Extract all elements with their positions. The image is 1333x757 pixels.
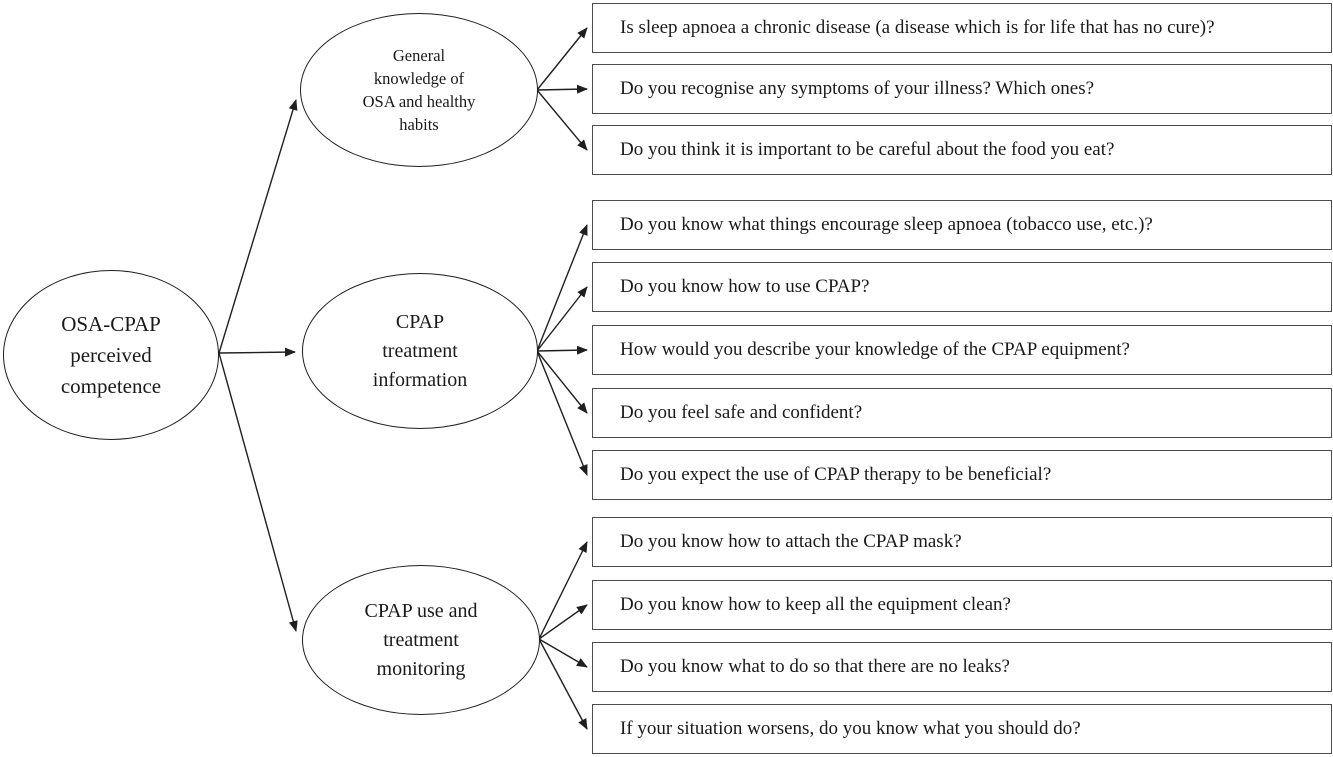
question-text: Do you know what to do so that there are… — [620, 656, 1010, 677]
arrow-root-to-category-2 — [218, 352, 298, 632]
arrow-category-1-to-question-1 — [536, 286, 588, 352]
question-box: How would you describe your knowledge of… — [592, 325, 1332, 375]
question-text: Do you know how to attach the CPAP mask? — [620, 531, 962, 552]
question-box: Do you expect the use of CPAP therapy to… — [592, 450, 1332, 500]
category-node-label: General knowledge of OSA and healthy hab… — [363, 44, 476, 136]
question-box: Do you know how to keep all the equipmen… — [592, 580, 1332, 630]
question-box: Is sleep apnoea a chronic disease (a dis… — [592, 3, 1332, 53]
arrow-category-1-to-question-4 — [536, 350, 588, 476]
root-node: OSA-CPAP perceived competence — [3, 270, 219, 440]
arrow-root-to-category-0 — [218, 99, 298, 354]
question-text: How would you describe your knowledge of… — [620, 339, 1130, 360]
question-box: Do you know how to attach the CPAP mask? — [592, 517, 1332, 567]
question-text: Do you think it is important to be caref… — [620, 139, 1115, 160]
question-text: If your situation worsens, do you know w… — [620, 718, 1081, 739]
arrow-category-0-to-question-2 — [536, 89, 588, 151]
arrow-category-1-to-question-2 — [536, 345, 588, 355]
question-text: Do you know what things encourage sleep … — [620, 214, 1153, 235]
question-text: Do you know how to keep all the equipmen… — [620, 594, 1011, 615]
arrow-root-to-category-1 — [218, 347, 296, 357]
category-label-line: monitoring — [376, 657, 466, 680]
category-label-line: treatment — [383, 628, 459, 651]
question-text: Is sleep apnoea a chronic disease (a dis… — [620, 17, 1215, 38]
question-text: Do you expect the use of CPAP therapy to… — [620, 464, 1052, 485]
category-label-line: CPAP — [395, 310, 445, 333]
arrow-category-1-to-question-3 — [536, 350, 588, 414]
question-box: If your situation worsens, do you know w… — [592, 704, 1332, 754]
category-label-line: habits — [399, 115, 439, 134]
root-label-line: perceived — [70, 342, 152, 367]
category-node-general-knowledge: General knowledge of OSA and healthy hab… — [300, 13, 538, 167]
question-text: Do you feel safe and confident? — [620, 402, 863, 423]
category-node-cpap-use-monitoring: CPAP use and treatment monitoring — [302, 565, 540, 715]
arrow-category-2-to-question-1 — [538, 604, 588, 640]
arrow-category-0-to-question-1 — [536, 84, 588, 94]
category-label-line: knowledge of — [373, 69, 465, 88]
question-text: Do you recognise any symptoms of your il… — [620, 78, 1095, 99]
question-box: Do you know how to use CPAP? — [592, 262, 1332, 312]
question-text: Do you know how to use CPAP? — [620, 276, 870, 297]
question-box: Do you know what things encourage sleep … — [592, 200, 1332, 250]
arrow-category-2-to-question-3 — [538, 638, 588, 730]
question-box: Do you think it is important to be caref… — [592, 125, 1332, 175]
category-node-label: CPAP treatment information — [373, 308, 467, 395]
arrow-category-0-to-question-0 — [536, 27, 588, 91]
root-label-line: competence — [60, 373, 162, 398]
category-label-line: CPAP use and — [364, 599, 478, 622]
question-box: Do you feel safe and confident? — [592, 388, 1332, 438]
root-label-line: OSA-CPAP — [61, 311, 161, 336]
category-label-line: OSA and healthy — [362, 92, 476, 111]
category-node-cpap-treatment-information: CPAP treatment information — [302, 273, 538, 429]
category-label-line: General — [392, 46, 446, 65]
root-node-label: OSA-CPAP perceived competence — [61, 309, 161, 402]
arrow-category-2-to-question-2 — [538, 638, 588, 668]
category-node-label: CPAP use and treatment monitoring — [365, 597, 478, 684]
category-label-line: information — [372, 368, 468, 391]
arrow-category-2-to-question-0 — [538, 541, 588, 640]
arrow-category-1-to-question-0 — [536, 224, 588, 352]
question-box: Do you recognise any symptoms of your il… — [592, 64, 1332, 114]
question-box: Do you know what to do so that there are… — [592, 642, 1332, 692]
category-label-line: treatment — [382, 339, 458, 362]
